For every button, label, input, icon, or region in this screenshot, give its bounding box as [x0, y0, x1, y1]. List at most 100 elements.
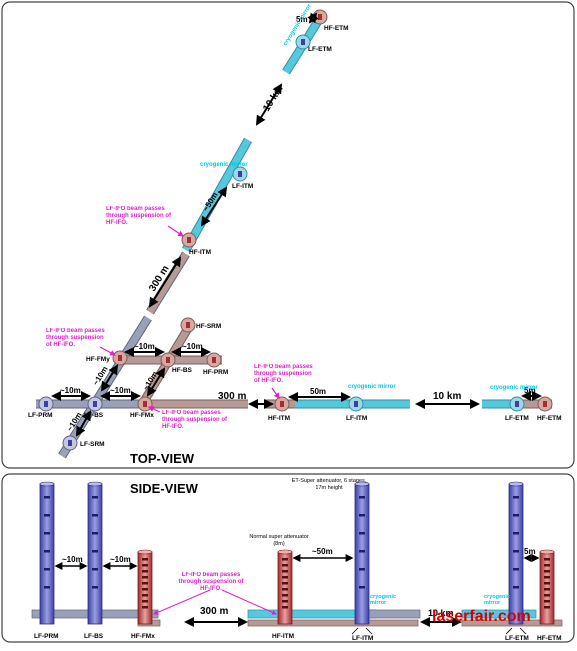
- stage-mark: [44, 532, 50, 535]
- stage-mark: [92, 532, 98, 535]
- side-label-300m: 300 m: [200, 606, 228, 617]
- label-hf-etm-h: HF-ETM: [537, 415, 562, 422]
- side-note: LF-IFO beam passes through suspension of…: [179, 572, 244, 592]
- side-distance-arrows: [54, 554, 540, 635]
- stage-mark: [44, 514, 50, 517]
- side-labels: LF-PRM LF-BS HF-FMx HF-ITM LF-ITM LF-ETM…: [34, 547, 562, 642]
- label-300m-h: 300 m: [218, 391, 246, 402]
- label-5m-top: 5m: [296, 15, 308, 24]
- side-note-pointers: [153, 589, 277, 615]
- stage-mark: [544, 558, 550, 561]
- stage-mark: [92, 568, 98, 571]
- stage-mark: [513, 496, 519, 499]
- stage-mark: [359, 514, 365, 517]
- stage-mark: [282, 576, 288, 579]
- stage-mark: [44, 550, 50, 553]
- stage-mark: [359, 532, 365, 535]
- label-lf-itm-diag: LF-ITM: [232, 183, 253, 190]
- stage-mark: [142, 558, 148, 561]
- stage-mark: [142, 594, 148, 597]
- stage-mark: [359, 568, 365, 571]
- stage-mark: [142, 606, 148, 609]
- side-label-lf-etm: LF-ETM: [505, 635, 529, 642]
- label-lf-etm-top: LF-ETM: [308, 46, 332, 53]
- stage-mark: [44, 496, 50, 499]
- stage-mark: [282, 588, 288, 591]
- label-lf-bs: LF-BS: [84, 412, 104, 419]
- stage-mark: [92, 496, 98, 499]
- stage-mark: [142, 570, 148, 573]
- tower-lf-etm: [508, 481, 524, 625]
- stage-mark: [544, 564, 550, 567]
- label-hf-fmx: HF-FMx: [130, 412, 154, 419]
- side-towers: [39, 481, 555, 625]
- stage-mark: [142, 588, 148, 591]
- tower-stage-marks: [44, 496, 550, 609]
- stage-mark: [359, 586, 365, 589]
- stage-mark: [92, 550, 98, 553]
- stage-mark: [513, 586, 519, 589]
- stage-mark: [282, 564, 288, 567]
- side-label-lf-itm: LF-ITM: [352, 635, 373, 642]
- side-label-lf-prm: LF-PRM: [34, 633, 59, 640]
- side-label-hf-itm: HF-ITM: [272, 633, 294, 640]
- label-cryo-h2: cryogenic mirror: [490, 385, 538, 391]
- label-lf-etm-h: LF-ETM: [505, 415, 529, 422]
- side-label-lf-bs: LF-BS: [84, 633, 104, 640]
- label-50m-h: 50m: [310, 387, 326, 396]
- stage-mark: [513, 550, 519, 553]
- side-view-title: SIDE-VIEW: [130, 481, 199, 496]
- stage-mark: [142, 576, 148, 579]
- stage-mark: [142, 582, 148, 585]
- label-5m-h: 5m: [524, 386, 536, 395]
- stage-mark: [359, 550, 365, 553]
- side-label-hf-etm: HF-ETM: [537, 635, 562, 642]
- label-hf-prm: HF-PRM: [203, 369, 228, 376]
- label-hf-itm-diag: HF-ITM: [189, 249, 211, 256]
- stage-mark: [544, 594, 550, 597]
- side-label-10m-b: ~10m: [110, 555, 131, 564]
- side-label-et-super: ET-Super attenuator, 6 stages, 17m heigh…: [292, 478, 367, 491]
- stage-mark: [544, 600, 550, 603]
- stage-mark: [92, 514, 98, 517]
- label-10m-3: ~10m: [60, 386, 81, 395]
- side-label-hf-fmx: HF-FMx: [131, 633, 155, 640]
- stage-mark: [513, 568, 519, 571]
- stage-mark: [513, 532, 519, 535]
- stage-mark: [142, 564, 148, 567]
- stage-mark: [282, 558, 288, 561]
- note-diag: LF-IFO beam passes through suspension of…: [106, 206, 171, 226]
- stage-mark: [544, 576, 550, 579]
- note-h: LF-IFO beam passes through suspension of…: [254, 364, 313, 384]
- tower-hf-itm: [277, 549, 293, 625]
- label-10m-1: ~10m: [134, 342, 155, 351]
- stage-mark: [544, 606, 550, 609]
- tower-lf-itm: [354, 481, 370, 625]
- side-label-10km: 10 km: [428, 608, 454, 618]
- stage-mark: [282, 606, 288, 609]
- label-hf-bs: HF-BS: [172, 367, 193, 374]
- stage-mark: [92, 586, 98, 589]
- distance-arrows: [51, 12, 542, 437]
- stage-mark: [44, 586, 50, 589]
- tower-lf-prm: [39, 481, 55, 625]
- notes-top: LF-IFO beam passes through suspension of…: [46, 206, 313, 430]
- stage-mark: [282, 594, 288, 597]
- tower-hf-fmx: [137, 549, 153, 625]
- note-pointers: [99, 225, 280, 413]
- label-10km-h: 10 km: [433, 391, 461, 402]
- label-lf-prm: LF-PRM: [28, 412, 53, 419]
- stage-mark: [282, 582, 288, 585]
- stage-mark: [282, 600, 288, 603]
- stage-mark: [142, 600, 148, 603]
- label-hf-itm-h: HF-ITM: [268, 415, 290, 422]
- stage-mark: [282, 570, 288, 573]
- stage-mark: [513, 514, 519, 517]
- side-cryo-a: cryogenic mirror: [370, 594, 396, 606]
- side-label-normal-super: Normal super attenuator (8m): [249, 534, 308, 547]
- mirror-nodes: [38, 9, 553, 451]
- label-10m-2: ~10m: [182, 342, 203, 351]
- label-lf-srm: LF-SRM: [80, 441, 105, 448]
